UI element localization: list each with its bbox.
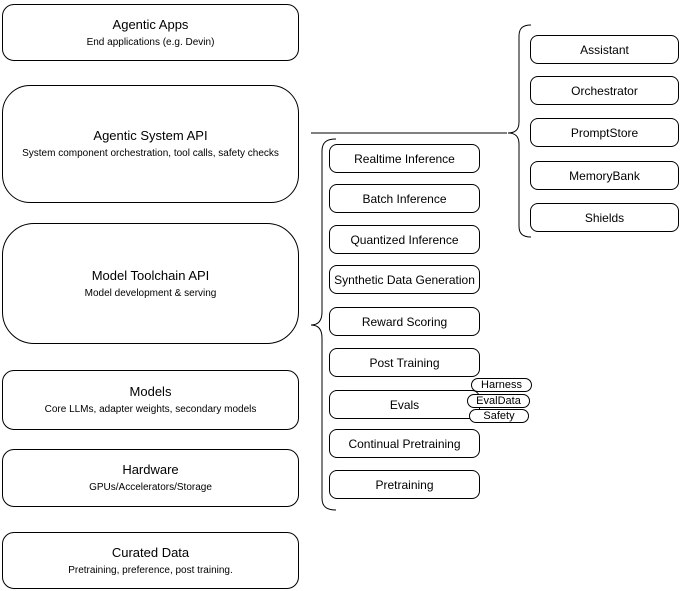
node-realtime-inference: Realtime Inference [329, 144, 480, 173]
node-eval-harness: Harness [471, 378, 532, 392]
node-quantized-inference: Quantized Inference [329, 225, 480, 254]
node-post-training: Post Training [329, 348, 480, 377]
node-subtitle: Core LLMs, adapter weights, secondary mo… [44, 404, 257, 415]
node-label: Batch Inference [362, 191, 447, 206]
node-pretraining: Pretraining [329, 470, 480, 499]
node-subtitle: Model development & serving [84, 287, 217, 299]
node-models: Models Core LLMs, adapter weights, secon… [2, 370, 299, 430]
pill-label: Safety [483, 409, 515, 422]
pill-label: Harness [481, 378, 522, 391]
node-title: Agentic Apps [112, 16, 189, 32]
node-subtitle: System component orchestration, tool cal… [22, 148, 279, 159]
node-memorybank: MemoryBank [530, 161, 679, 190]
node-label: Post Training [369, 355, 440, 370]
node-batch-inference: Batch Inference [329, 184, 480, 213]
node-synthetic-data-generation: Synthetic Data Generation [329, 265, 480, 294]
node-label: Pretraining [375, 477, 434, 492]
node-subtitle: End applications (e.g. Devin) [86, 36, 215, 48]
node-eval-safety: Safety [469, 409, 529, 423]
node-continual-pretraining: Continual Pretraining [329, 429, 480, 458]
node-curated-data: Curated Data Pretraining, preference, po… [2, 532, 299, 589]
node-label: Synthetic Data Generation [334, 272, 475, 287]
node-model-toolchain-api: Model Toolchain API Model development & … [2, 223, 299, 344]
node-label: Quantized Inference [350, 232, 459, 247]
node-label: MemoryBank [569, 168, 640, 183]
node-title: Hardware [122, 462, 179, 477]
node-evals: Evals [329, 390, 480, 419]
node-reward-scoring: Reward Scoring [329, 307, 480, 336]
node-label: Realtime Inference [354, 151, 455, 166]
node-agentic-system-api: Agentic System API System component orch… [2, 85, 299, 203]
node-label: PromptStore [570, 125, 639, 140]
node-label: Evals [389, 397, 420, 412]
brace-system-components [507, 24, 532, 238]
node-eval-evaldata: EvalData [467, 394, 530, 408]
node-orchestrator: Orchestrator [530, 76, 679, 105]
node-title: Curated Data [111, 544, 190, 560]
node-assistant: Assistant [530, 35, 679, 64]
node-label: Reward Scoring [361, 314, 448, 329]
node-promptstore: PromptStore [530, 118, 679, 147]
node-hardware: Hardware GPUs/Accelerators/Storage [2, 449, 299, 507]
node-title: Agentic System API [93, 128, 208, 143]
node-title: Model Toolchain API [91, 267, 210, 283]
node-subtitle: Pretraining, preference, post training. [68, 564, 233, 576]
node-agentic-apps: Agentic Apps End applications (e.g. Devi… [2, 4, 299, 61]
node-label: Continual Pretraining [348, 436, 461, 451]
node-title: Models [129, 384, 172, 399]
node-shields: Shields [530, 203, 679, 232]
node-subtitle: GPUs/Accelerators/Storage [89, 482, 212, 493]
node-label: Orchestrator [571, 83, 638, 98]
node-label: Shields [584, 210, 625, 225]
pill-label: EvalData [476, 394, 521, 407]
node-label: Assistant [580, 42, 629, 57]
